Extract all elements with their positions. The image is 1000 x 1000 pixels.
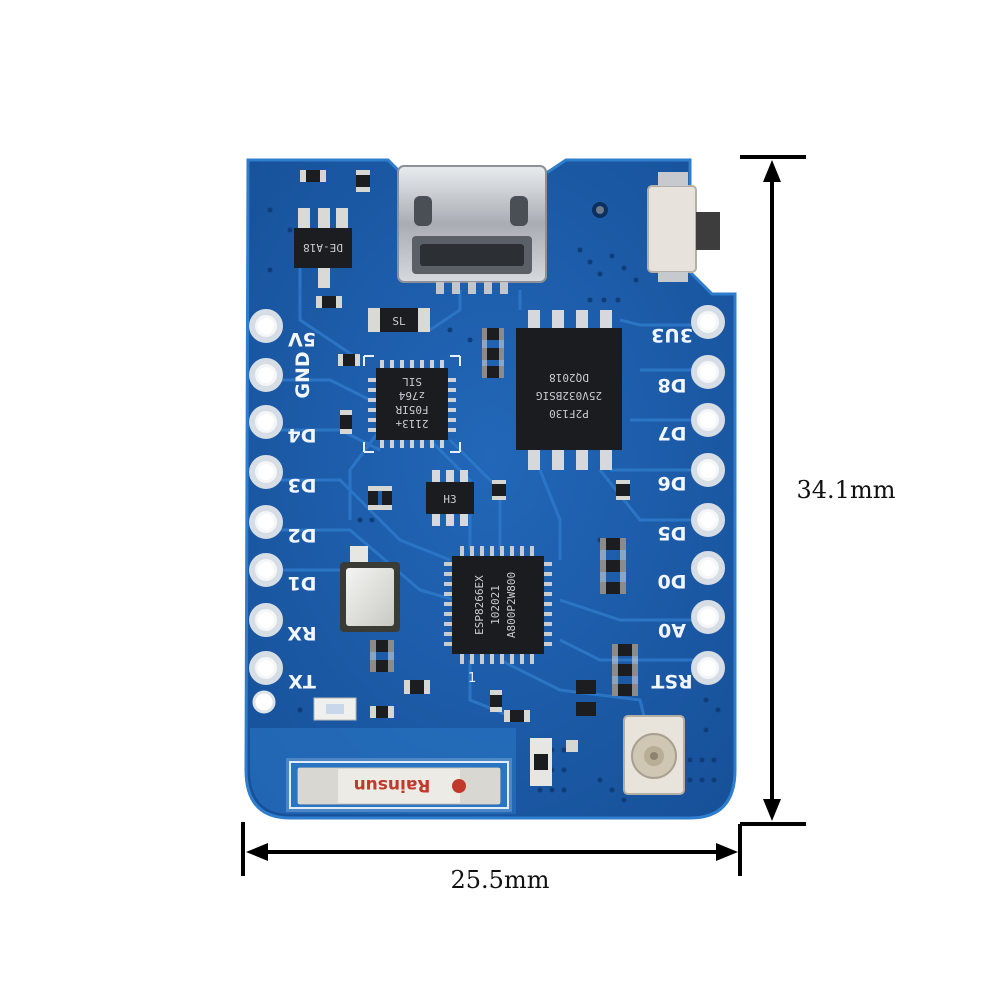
smd-components [300,170,638,752]
pin-label-d4: D4 [288,424,317,446]
reset-button [647,172,720,282]
pin-label-rst: RST [651,670,692,692]
header-pin-hole [700,314,716,330]
usb-serial-chip: 2113+ F05IR z764 SIL [363,355,461,453]
height-dimension [738,155,806,876]
tiny-capacitor [530,738,552,786]
ceramic-antenna: Rainsun [286,758,512,812]
header-pin-hole [700,364,716,380]
voltage-regulator: DE-A18 [294,208,352,288]
header-pin-hole [258,318,274,334]
pin-label-gnd: GND [292,351,314,398]
usb-chip-line-2: F05IR [395,403,428,416]
header-pin-hole [700,560,716,576]
sl-marking: SL [392,315,406,328]
right-header-pins [691,305,725,685]
width-label: 25.5mm [451,866,550,894]
esp-chip-line-1: ESP8266EX [473,575,486,635]
header-pin-hole [700,512,716,528]
header-pin-hole [700,412,716,428]
pin-label-d6: D6 [658,472,687,494]
pin-label-rx: RX [287,622,317,644]
ipex-antenna-connector [623,715,685,795]
header-pin-hole [258,514,274,530]
header-pin-hole [700,660,716,676]
pin-label-d7: D7 [658,422,687,444]
usb-chip-line-1: 2113+ [395,417,428,430]
esp8266-chip: ESP8266EX 102021 A800P2W800 [444,546,552,664]
micro-usb-port [397,165,547,294]
pin-label-d2: D2 [288,524,317,546]
header-pin-hole [258,660,274,676]
crystal-oscillator [340,562,400,632]
flash-memory-chip: P2F130 25V032BSIG DQ2018 [516,310,622,470]
sl-component: SL [368,308,430,332]
header-pin-hole [258,367,274,383]
pin-label-d8: D8 [658,374,687,396]
pin-label-a0: A0 [658,619,686,641]
h3-transistor: H3 [426,470,474,526]
esp-chip-line-3: A800P2W800 [505,572,518,638]
pin-label-d1: D1 [288,572,317,594]
width-dimension [241,822,738,876]
pin1-marker: 1 [468,671,476,686]
right-pin-labels: 3U3 D8 D7 D6 D5 D0 A0 RST [651,324,693,692]
pin-label-d0: D0 [658,570,687,592]
flash-chip-line-3: DQ2018 [549,371,589,384]
pin-label-tx: TX [288,670,316,692]
height-label: 34.1mm [797,476,896,504]
left-header-pins [249,309,283,685]
esp-chip-line-2: 102021 [489,585,502,625]
usb-chip-line-3: z764 [398,389,425,402]
regulator-marking: DE-A18 [303,241,343,254]
pin-label-3u3: 3U3 [651,324,693,346]
usb-chip-line-4: SIL [402,375,422,388]
header-pin-hole [258,612,274,628]
pin-label-d5: D5 [658,522,687,544]
status-led [313,697,357,721]
flash-chip-line-1: P2F130 [549,407,589,420]
pin-label-d3: D3 [288,474,317,496]
header-pin-hole [258,464,274,480]
header-pin-hole [258,562,274,578]
antenna-brand-text: Rainsun [354,775,431,795]
header-pin-hole [700,462,716,478]
h3-marking: H3 [443,493,456,506]
pin-label-5v: 5V [288,328,316,350]
header-pin-hole [700,609,716,625]
left-pin-labels: 5V GND D4 D3 D2 D1 RX TX [287,328,317,692]
pcb-vias [267,202,721,803]
header-pin-hole [258,414,274,430]
flash-chip-line-2: 25V032BSIG [536,389,602,402]
